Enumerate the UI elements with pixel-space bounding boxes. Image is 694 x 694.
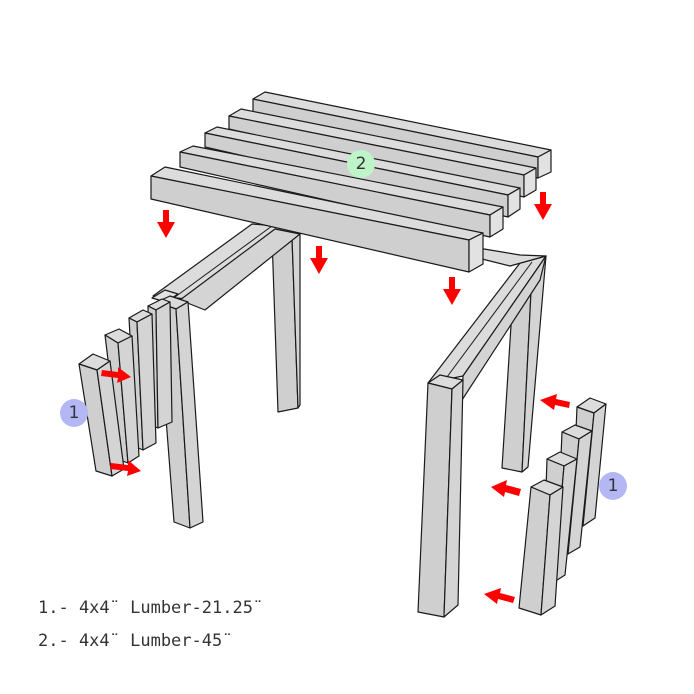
arrow-down-icon: [534, 192, 552, 220]
badge-2-top: 2: [347, 150, 375, 178]
badge-1-right: 1: [599, 472, 627, 500]
legend-item-1: 1.- 4x4¨ Lumber-21.25¨: [38, 598, 264, 618]
badge-1-left: 1: [60, 399, 88, 427]
arrow-down-icon: [310, 246, 328, 274]
right-lumber-stack: [518, 397, 607, 616]
arrow-right-icon: [101, 367, 131, 383]
arrow-left-icon: [484, 588, 515, 604]
arrow-left-icon: [491, 480, 521, 497]
assembly-arrows: [101, 192, 570, 604]
left-frame: [151, 223, 301, 529]
top-slats: [150, 91, 552, 273]
arrow-right-icon: [110, 460, 141, 476]
right-frame: [417, 247, 547, 618]
left-lumber-stack: [78, 298, 173, 477]
legend-item-2: 2.- 4x4¨ Lumber-45¨: [38, 631, 233, 651]
badge-1-left-label: 1: [69, 403, 80, 423]
badge-2-top-label: 2: [356, 154, 367, 174]
arrow-down-icon: [157, 210, 175, 238]
arrow-down-icon: [443, 277, 461, 305]
badge-1-right-label: 1: [608, 476, 619, 496]
arrow-left-icon: [540, 394, 570, 410]
